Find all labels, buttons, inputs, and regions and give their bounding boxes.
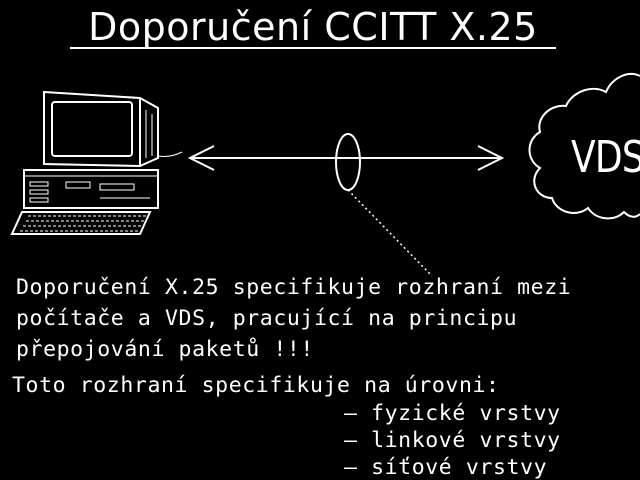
layer-list: — fyzické vrstvy — linkové vrstvy — síťo… <box>344 400 561 480</box>
layer-item: — linkové vrstvy <box>344 428 561 453</box>
description: Doporučení X.25 specifikuje rozhraní mez… <box>16 272 571 365</box>
description-line: přepojování paketů !!! <box>16 337 314 362</box>
layer-item: — fyzické vrstvy <box>344 401 561 426</box>
interface-ellipse-icon <box>335 133 433 277</box>
description-line: počítače a VDS, pracující na principu <box>16 306 518 331</box>
slide-title: Doporučení CCITT X.25 <box>88 5 538 49</box>
network-cloud-icon <box>528 73 640 220</box>
title-underline <box>70 47 556 49</box>
layer-item: — síťové vrstvy <box>344 455 548 480</box>
network-label: VDS <box>571 132 640 183</box>
description-line: Doporučení X.25 specifikuje rozhraní mez… <box>16 275 572 300</box>
computer-icon <box>10 90 183 235</box>
levels-intro: Toto rozhraní specifikuje na úrovni: <box>12 373 500 398</box>
double-arrow-icon <box>187 145 505 171</box>
